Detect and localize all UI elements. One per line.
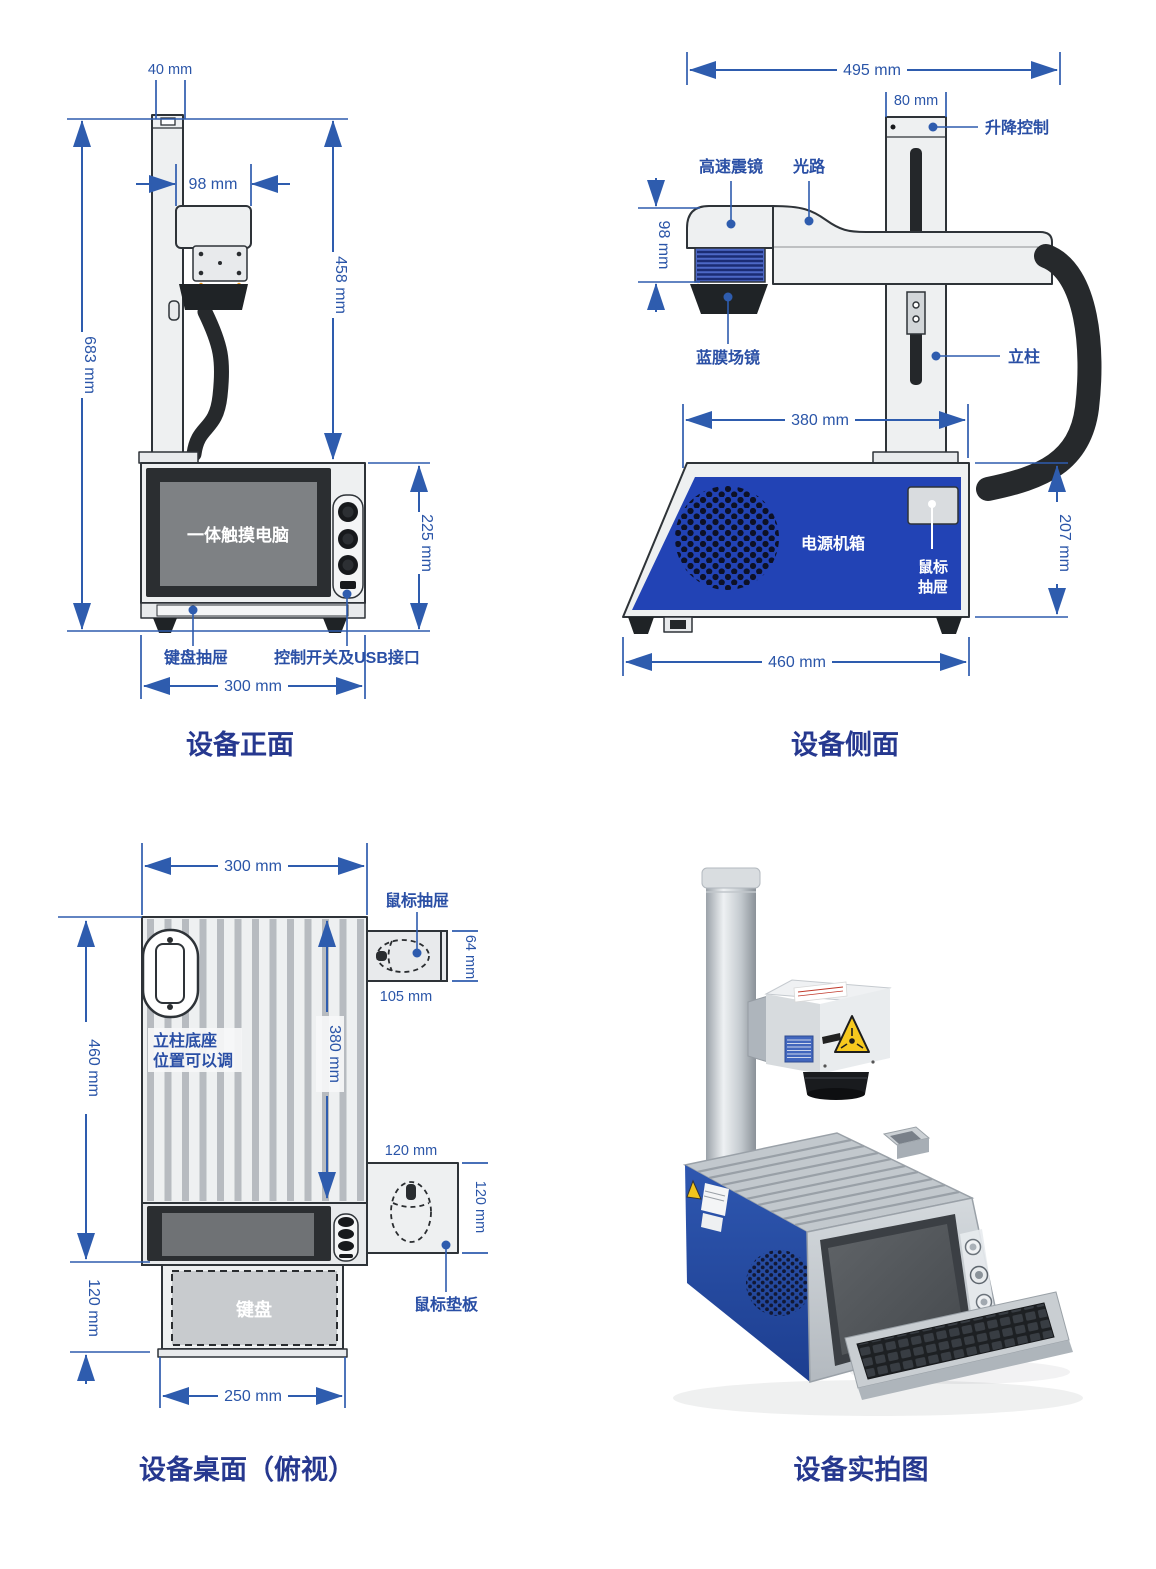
side-galvo-label: 高速震镜: [699, 157, 763, 176]
side-mouse-label-2: 抽屉: [918, 578, 948, 596]
front-title: 设备正面: [186, 730, 294, 760]
top-keyboard-label: 键盘: [235, 1299, 272, 1320]
top-dim-250: 250 mm: [224, 1388, 282, 1405]
photo-warning-sticker: [686, 1179, 702, 1200]
front-keyboard-drawer-label: 键盘抽屉: [163, 648, 228, 667]
front-usb-slot: [340, 581, 356, 589]
front-foot-right: [323, 618, 347, 633]
photo-speaker-grille: [746, 1250, 812, 1316]
side-title: 设备侧面: [791, 730, 899, 760]
front-dim-458: 458 mm: [332, 256, 349, 314]
photo-shadow: [673, 1380, 1083, 1416]
side-dim-98: 98 mm: [655, 221, 672, 270]
photo-head-sticker: [793, 981, 848, 1003]
side-foot-left: [628, 617, 654, 634]
top-mouse-pad: [366, 1162, 459, 1254]
front-column: [151, 114, 184, 464]
side-mouse-label-1: 鼠标: [918, 558, 948, 576]
front-dim-300: 300 mm: [224, 678, 282, 695]
side-foot-right: [936, 617, 962, 634]
top-mouse-pad-label: 鼠标垫板: [414, 1295, 479, 1314]
side-column-base-flange: [872, 451, 959, 464]
front-dim-98: 98 mm: [189, 176, 238, 193]
side-dim-460: 460 mm: [768, 654, 826, 671]
front-touchscreen: [160, 482, 317, 586]
top-column-base-inner: [155, 943, 185, 1004]
top-base-note-2: 位置可以调: [153, 1051, 233, 1070]
top-mouse-pad-outline: [390, 1181, 432, 1243]
side-lift-label: 升降控制: [985, 118, 1049, 137]
side-fiber-cable: [976, 244, 1102, 501]
front-dim-225: 225 mm: [418, 514, 435, 572]
top-title: 设备桌面（俯视）: [139, 1454, 355, 1485]
side-vent-grille: [675, 486, 779, 590]
top-view: 立柱底座 位置可以调 键盘 300 mm 380 mm: [58, 843, 488, 1485]
front-column-flange: [138, 451, 199, 464]
side-field-lens-label: 蓝膜场镜: [696, 348, 760, 367]
top-dim-460: 460 mm: [85, 1039, 102, 1097]
side-dim-380: 380 mm: [791, 412, 849, 429]
top-dim-120-kb: 120 mm: [85, 1279, 102, 1337]
top-dim-380: 380 mm: [326, 1025, 343, 1083]
side-view: 电源机箱 鼠标 抽屉 495 mm 80 mm 98 mm 380 mm 207…: [622, 52, 1102, 760]
photo-head-label: [822, 1033, 841, 1044]
top-keyboard: [171, 1270, 338, 1346]
top-dim-300: 300 mm: [224, 858, 282, 875]
side-dim-207: 207 mm: [1056, 514, 1073, 572]
photo-column-cap: [701, 867, 761, 889]
photo-buttons: [964, 1238, 993, 1311]
top-screen: [162, 1213, 314, 1256]
side-dim-495: 495 mm: [843, 62, 901, 79]
photo-arm-bracket: [747, 995, 769, 1063]
side-power-label: 电源机箱: [801, 534, 865, 553]
front-usb-label: 控制开关及USB接口: [274, 648, 420, 667]
front-dim-40: 40 mm: [148, 62, 192, 78]
front-screen-label: 一体触摸电脑: [187, 525, 289, 545]
side-column-label: 立柱: [1008, 347, 1040, 366]
photo-view: 设备实拍图: [673, 867, 1083, 1485]
top-base-note-1: 立柱底座: [153, 1031, 217, 1050]
top-dim-105: 105 mm: [380, 989, 432, 1005]
side-slider-bracket: [906, 291, 926, 335]
photo-tray-edge: [858, 1340, 1073, 1400]
top-mouse-drawer-label: 鼠标抽屉: [385, 891, 449, 910]
side-dim-80: 80 mm: [894, 93, 938, 109]
front-column-tab: [168, 300, 180, 321]
front-lens-hood: [179, 284, 248, 310]
top-dim-120-pad-h: 120 mm: [472, 1181, 488, 1233]
side-light-path-label: 光路: [792, 157, 826, 176]
top-dim-64: 64 mm: [462, 935, 478, 979]
front-fiber-cable: [186, 304, 230, 462]
front-column-cap-notch: [160, 117, 176, 126]
top-dim-120-pad-w: 120 mm: [385, 1143, 437, 1159]
photo-title: 设备实拍图: [794, 1454, 929, 1485]
front-foot-left: [153, 618, 177, 633]
front-view: 一体触摸电脑 40 mm 683 mm 98 mm 458 mm 225 mm …: [67, 62, 435, 760]
front-dim-683: 683 mm: [81, 336, 98, 394]
photo-fin-lines: [696, 1138, 960, 1227]
front-galvo-head: [175, 205, 252, 249]
photo-keyboard: [856, 1302, 1055, 1380]
